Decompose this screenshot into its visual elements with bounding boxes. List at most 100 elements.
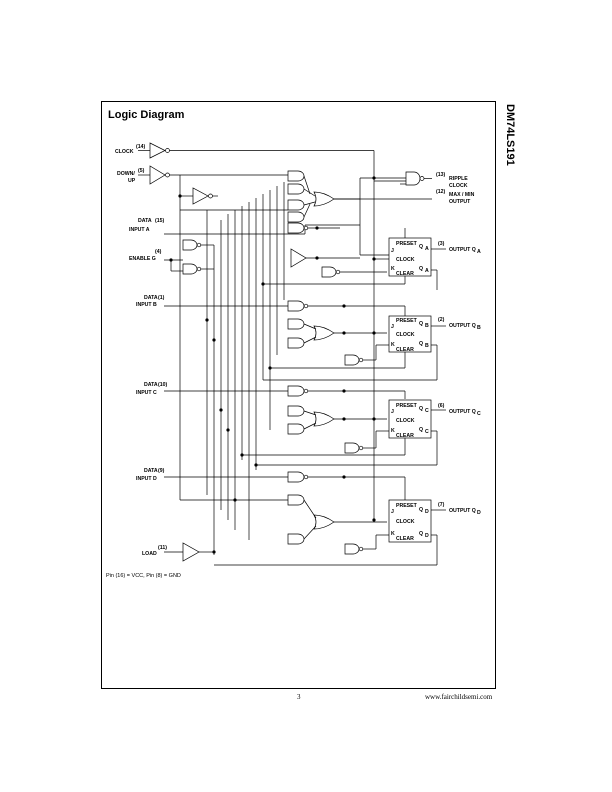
load-label: LOAD [142,551,157,557]
svg-text:D: D [425,533,429,539]
data-b-label1: DATA [144,295,158,301]
svg-text:CLEAR: CLEAR [396,433,414,439]
enable-gates [164,224,360,275]
qa-sub: A [477,249,481,255]
down-up-pin: (5) [138,168,145,174]
clock-buffer [138,142,375,520]
ripple-pin: (13) [436,172,445,178]
svg-text:K: K [391,342,395,348]
down-up-label2: UP [128,178,136,184]
down-up-label1: DOWN/ [117,171,135,177]
svg-text:C: C [425,429,429,435]
power-pin-note: Pin (16) = VCC, Pin (8) = GND [106,573,181,579]
svg-text:A: A [425,246,429,252]
svg-text:CLEAR: CLEAR [396,271,414,277]
data-b-label2: INPUT B [136,302,157,308]
svg-text:K: K [391,531,395,537]
stage-a [263,222,446,290]
clock-label: CLOCK [115,149,134,155]
data-d-pin: (9) [158,468,165,474]
qb-label: OUTPUT Q [449,323,476,329]
svg-text:Q: Q [419,244,423,250]
data-b-pin: (1) [158,295,165,301]
maxmin-pin: (12) [436,189,445,195]
enable-g-pin: (4) [155,249,162,255]
svg-text:K: K [391,266,395,272]
qd-pin: (7) [438,502,445,508]
svg-text:C: C [425,408,429,414]
diagram-frame [101,101,496,689]
data-c-label1: DATA [144,382,158,388]
stage-b [164,300,446,381]
svg-text:A: A [425,268,429,274]
svg-text:CLEAR: CLEAR [396,347,414,353]
svg-text:Q: Q [419,507,423,513]
labels: CLOCK (14) DOWN/ UP (5) DATA INPUT A (15… [115,144,481,557]
footer-url[interactable]: www.fairchildsemi.com [425,693,493,701]
flipflop-d: PRESET J CLOCK K CLEAR Q D Q D [391,503,429,542]
svg-text:PRESET: PRESET [396,403,418,409]
bus-lines [179,182,288,555]
svg-text:CLOCK: CLOCK [396,418,415,424]
part-number: DM74LS191 [500,104,516,166]
svg-text:J: J [391,509,394,515]
flipflop-b: PRESET J CLOCK K CLEAR Q B Q B [391,318,429,353]
svg-text:Q: Q [419,427,423,433]
svg-text:B: B [425,323,429,329]
svg-text:PRESET: PRESET [396,241,418,247]
qc-sub: C [477,411,481,417]
data-c-label2: INPUT C [136,390,157,396]
qa-label: OUTPUT Q [449,247,476,253]
load-buffer [164,542,214,562]
stage-d [164,471,446,566]
data-a-label1: DATA [138,218,152,224]
svg-text:Q: Q [419,341,423,347]
svg-text:Q: Q [419,321,423,327]
svg-text:CLEAR: CLEAR [396,536,414,542]
svg-text:Q: Q [419,531,423,537]
svg-text:J: J [391,409,394,415]
qb-sub: B [477,325,481,331]
part-number-text: DM74LS191 [504,104,516,166]
data-c-pin: (10) [158,382,167,388]
flipflop-c: PRESET J CLOCK K CLEAR Q C Q C [391,403,429,439]
page-title: Logic Diagram [108,109,185,121]
data-a-label2: INPUT A [129,227,150,233]
svg-text:PRESET: PRESET [396,503,418,509]
stage-c [164,385,446,466]
data-a-pin: (15) [155,218,164,224]
maxmin-label1: MAX / MIN [449,192,475,198]
junction-dots [169,176,376,554]
qc-pin: (6) [438,403,445,409]
maxmin-label2: OUTPUT [449,199,471,205]
qd-sub: D [477,510,481,516]
load-pin: (11) [158,545,167,551]
svg-text:CLOCK: CLOCK [396,519,415,525]
down-up-buffer [138,165,288,211]
ripple-label1: RIPPLE [449,176,468,182]
data-d-label1: DATA [144,468,158,474]
data-d-label2: INPUT D [136,476,157,482]
carry-gates [287,170,432,255]
qb-pin: (2) [438,317,445,323]
qa-pin: (3) [438,241,445,247]
svg-text:B: B [425,343,429,349]
svg-text:K: K [391,428,395,434]
page-number: 3 [297,693,301,701]
qc-label: OUTPUT Q [449,409,476,415]
svg-text:CLOCK: CLOCK [396,257,415,263]
qd-label: OUTPUT Q [449,508,476,514]
svg-text:PRESET: PRESET [396,318,418,324]
svg-text:Q: Q [419,406,423,412]
enable-g-label: ENABLE G [129,256,156,262]
flipflop-a: PRESET J CLOCK K CLEAR Q A Q A [391,241,429,277]
svg-text:CLOCK: CLOCK [396,332,415,338]
svg-text:J: J [391,248,394,254]
clock-pin: (14) [136,144,145,150]
svg-text:J: J [391,324,394,330]
ripple-label2: CLOCK [449,183,468,189]
svg-text:D: D [425,509,429,515]
svg-text:Q: Q [419,266,423,272]
